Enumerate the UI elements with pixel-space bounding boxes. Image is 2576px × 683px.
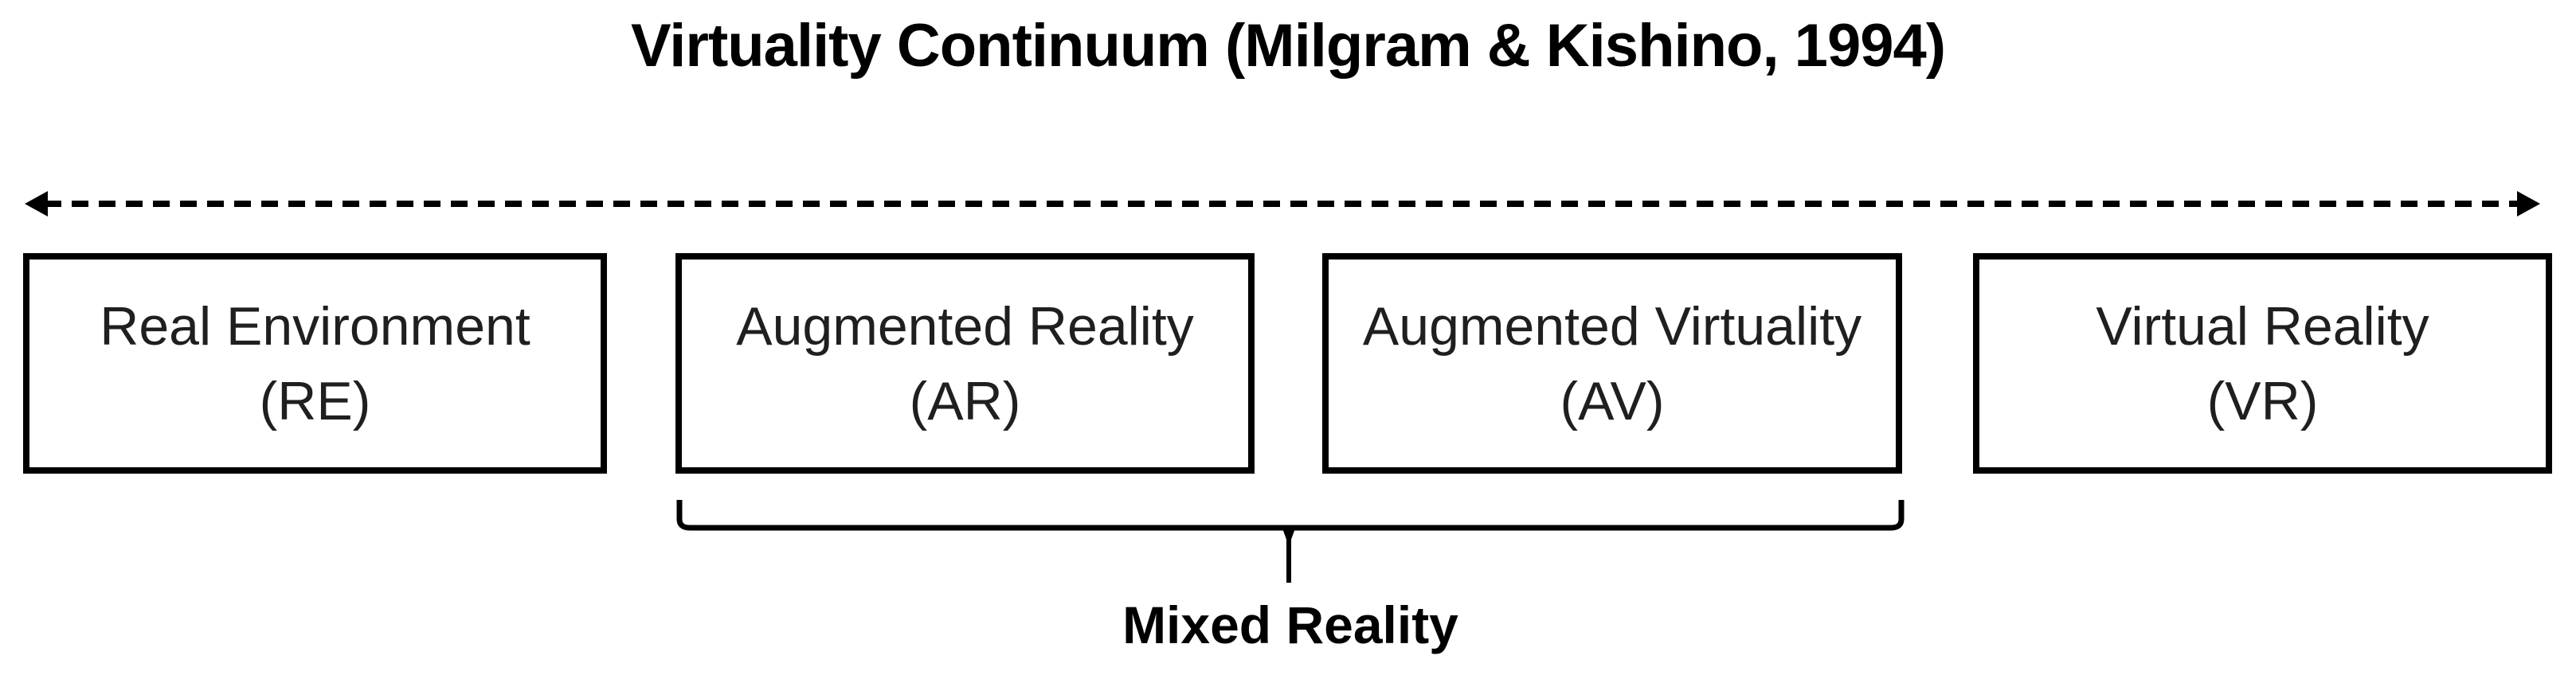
continuum-axis-dashed-double-arrow-icon <box>25 191 2540 217</box>
diagram-title: Virtuality Continuum (Milgram & Kishino,… <box>630 12 1946 80</box>
mixed-reality-brace-icon <box>676 500 1905 583</box>
brace-outline <box>676 500 1905 531</box>
mixed-reality-label: Mixed Reality <box>1122 595 1458 654</box>
arrowhead-right-icon <box>2517 191 2540 217</box>
box-abbr: (RE) <box>259 370 371 431</box>
box-abbr: (AV) <box>1560 370 1665 431</box>
box-real-environment: Real Environment (RE) <box>23 253 607 474</box>
box-name: Virtual Reality <box>2096 295 2429 357</box>
box-name: Augmented Virtuality <box>1362 295 1862 357</box>
box-virtual-reality: Virtual Reality (VR) <box>1973 253 2552 474</box>
box-augmented-virtuality: Augmented Virtuality (AV) <box>1322 253 1902 474</box>
box-abbr: (VR) <box>2206 370 2319 431</box>
box-augmented-reality: Augmented Reality (AR) <box>675 253 1255 474</box>
box-name: Real Environment <box>100 295 530 357</box>
arrowhead-left-icon <box>25 191 48 217</box>
box-abbr: (AR) <box>909 370 1021 431</box>
box-name: Augmented Reality <box>736 295 1194 357</box>
